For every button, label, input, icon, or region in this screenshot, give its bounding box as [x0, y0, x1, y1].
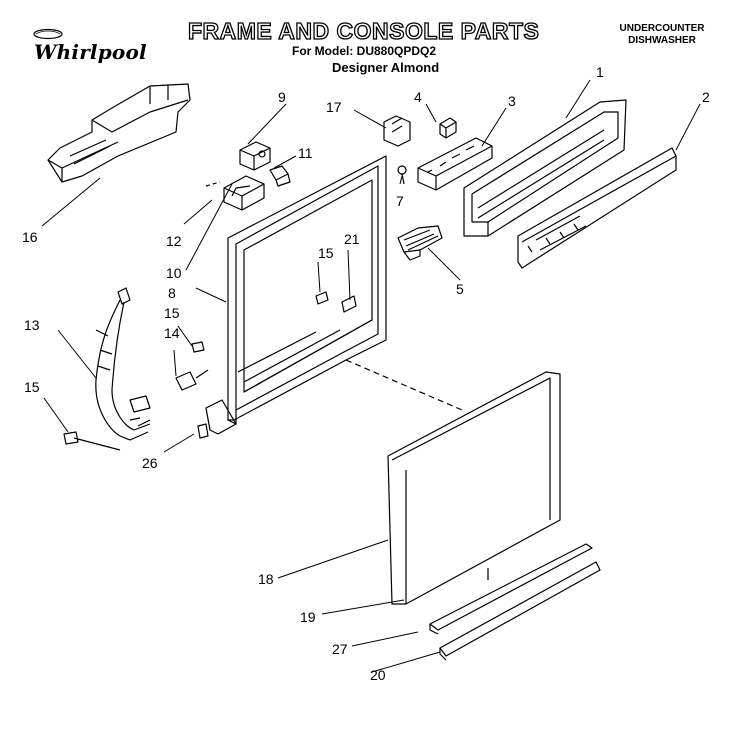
part-10-latch [205, 175, 265, 211]
part-20-trim [439, 561, 601, 661]
part-18-door-panel [387, 371, 561, 605]
appliance-type: UNDERCOUNTER DISHWASHER [612, 23, 712, 47]
callout-18: 18 [258, 571, 274, 587]
callout-15-b: 15 [164, 305, 180, 321]
callout-14: 14 [164, 325, 180, 341]
callout-5: 5 [456, 281, 464, 297]
callout-17: 17 [326, 99, 342, 115]
page-title: FRAME AND CONSOLE PARTS [187, 17, 540, 44]
part-11-switch [269, 165, 291, 187]
callout-8: 8 [168, 285, 176, 301]
callout-21: 21 [344, 231, 360, 247]
callout-9: 9 [278, 89, 286, 105]
callout-15-c: 15 [24, 379, 40, 395]
callout-19: 19 [300, 609, 316, 625]
callout-3: 3 [508, 93, 516, 109]
callout-16: 16 [22, 229, 38, 245]
appliance-type-line1: UNDERCOUNTER [619, 23, 705, 34]
callout-13: 13 [24, 317, 40, 333]
callout-15-a: 15 [318, 245, 334, 261]
part-26-clip [197, 423, 209, 439]
callout-11: 11 [298, 145, 313, 161]
part-2-trim-strip [517, 147, 677, 269]
brand-name: Whirlpool [34, 40, 147, 64]
part-4-knob [439, 117, 457, 139]
leader-lines [41, 79, 701, 673]
callout-20: 20 [370, 667, 386, 683]
callout-2: 2 [702, 89, 710, 105]
part-5-button-assembly [397, 225, 443, 261]
part-15-screws [63, 291, 329, 445]
model-number: For Model: DU880QPDQ2 [292, 44, 437, 58]
callout-4: 4 [414, 89, 422, 105]
whirlpool-logo [33, 28, 63, 40]
finish-color: Designer Almond [332, 60, 440, 75]
callout-27: 27 [332, 641, 348, 657]
appliance-type-line2: DISHWASHER [628, 35, 696, 46]
part-3-control-module [397, 137, 493, 191]
part-16-vent-duct [47, 83, 191, 183]
part-17-bracket [383, 115, 411, 147]
hinge-bracket [205, 399, 237, 435]
callout-10: 10 [166, 265, 182, 281]
part-13-wire-harness [73, 287, 151, 451]
callout-26: 26 [142, 455, 158, 471]
callout-7: 7 [396, 193, 404, 209]
part-21-bracket [341, 295, 357, 313]
callout-12: 12 [166, 233, 182, 249]
part-9-bracket [239, 141, 271, 171]
part-1-console-panel [463, 99, 627, 237]
part-19-trim [429, 543, 593, 635]
assembly-line [345, 359, 463, 411]
part-8-frame [227, 155, 387, 425]
part-14-switch [175, 369, 209, 391]
callout-1: 1 [596, 64, 604, 80]
